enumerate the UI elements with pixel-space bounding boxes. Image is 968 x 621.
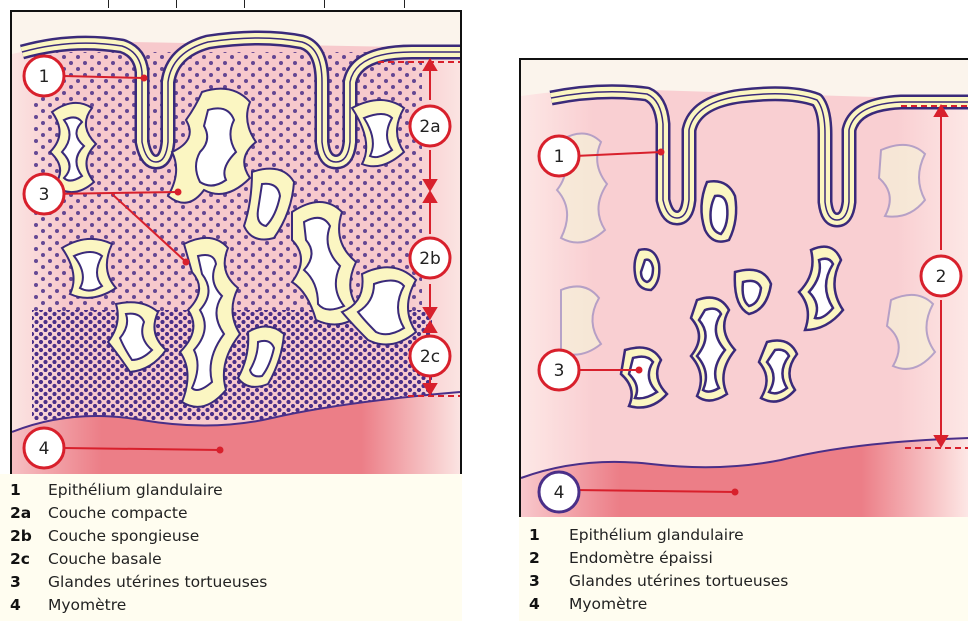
legend-label: Myomètre (48, 596, 126, 614)
legend-number: 4 (529, 594, 569, 614)
callout-4-left: 4 (39, 439, 50, 459)
legend-number: 2 (529, 548, 569, 568)
legend-number: 3 (10, 572, 48, 592)
callout-4-right: 4 (554, 483, 565, 503)
legend-label: Epithélium glandulaire (48, 481, 223, 499)
legend-label: Glandes utérines tortueuses (48, 573, 267, 591)
callout-1-left: 1 (39, 67, 50, 87)
callout-2b: 2b (419, 249, 441, 269)
diagram-left-endometrium-layers: 1 3 4 2a 2b 2c (10, 10, 462, 476)
callout-2a: 2a (419, 117, 440, 137)
callout-2c: 2c (420, 347, 440, 367)
legend-number: 2b (10, 526, 48, 546)
legend-label: Myomètre (569, 595, 647, 613)
legend-number: 1 (10, 480, 48, 500)
legend-number: 4 (10, 595, 48, 615)
callout-2-right: 2 (936, 267, 947, 287)
legend-number: 2c (10, 549, 48, 569)
legend-label: Couche compacte (48, 504, 188, 522)
legend-number: 1 (529, 525, 569, 545)
legend-label: Glandes utérines tortueuses (569, 572, 788, 590)
diagram-right-thickened-endometrium: 1 2 3 4 (519, 58, 968, 519)
legend-number: 2a (10, 503, 48, 523)
legend-number: 3 (529, 571, 569, 591)
legend-label: Epithélium glandulaire (569, 526, 744, 544)
legend-label: Couche spongieuse (48, 527, 199, 545)
legend-label: Endomètre épaissi (569, 549, 713, 567)
callout-3-left: 3 (39, 185, 50, 205)
callout-3-right: 3 (554, 361, 565, 381)
callout-1-right: 1 (554, 147, 565, 167)
legend-label: Couche basale (48, 550, 162, 568)
